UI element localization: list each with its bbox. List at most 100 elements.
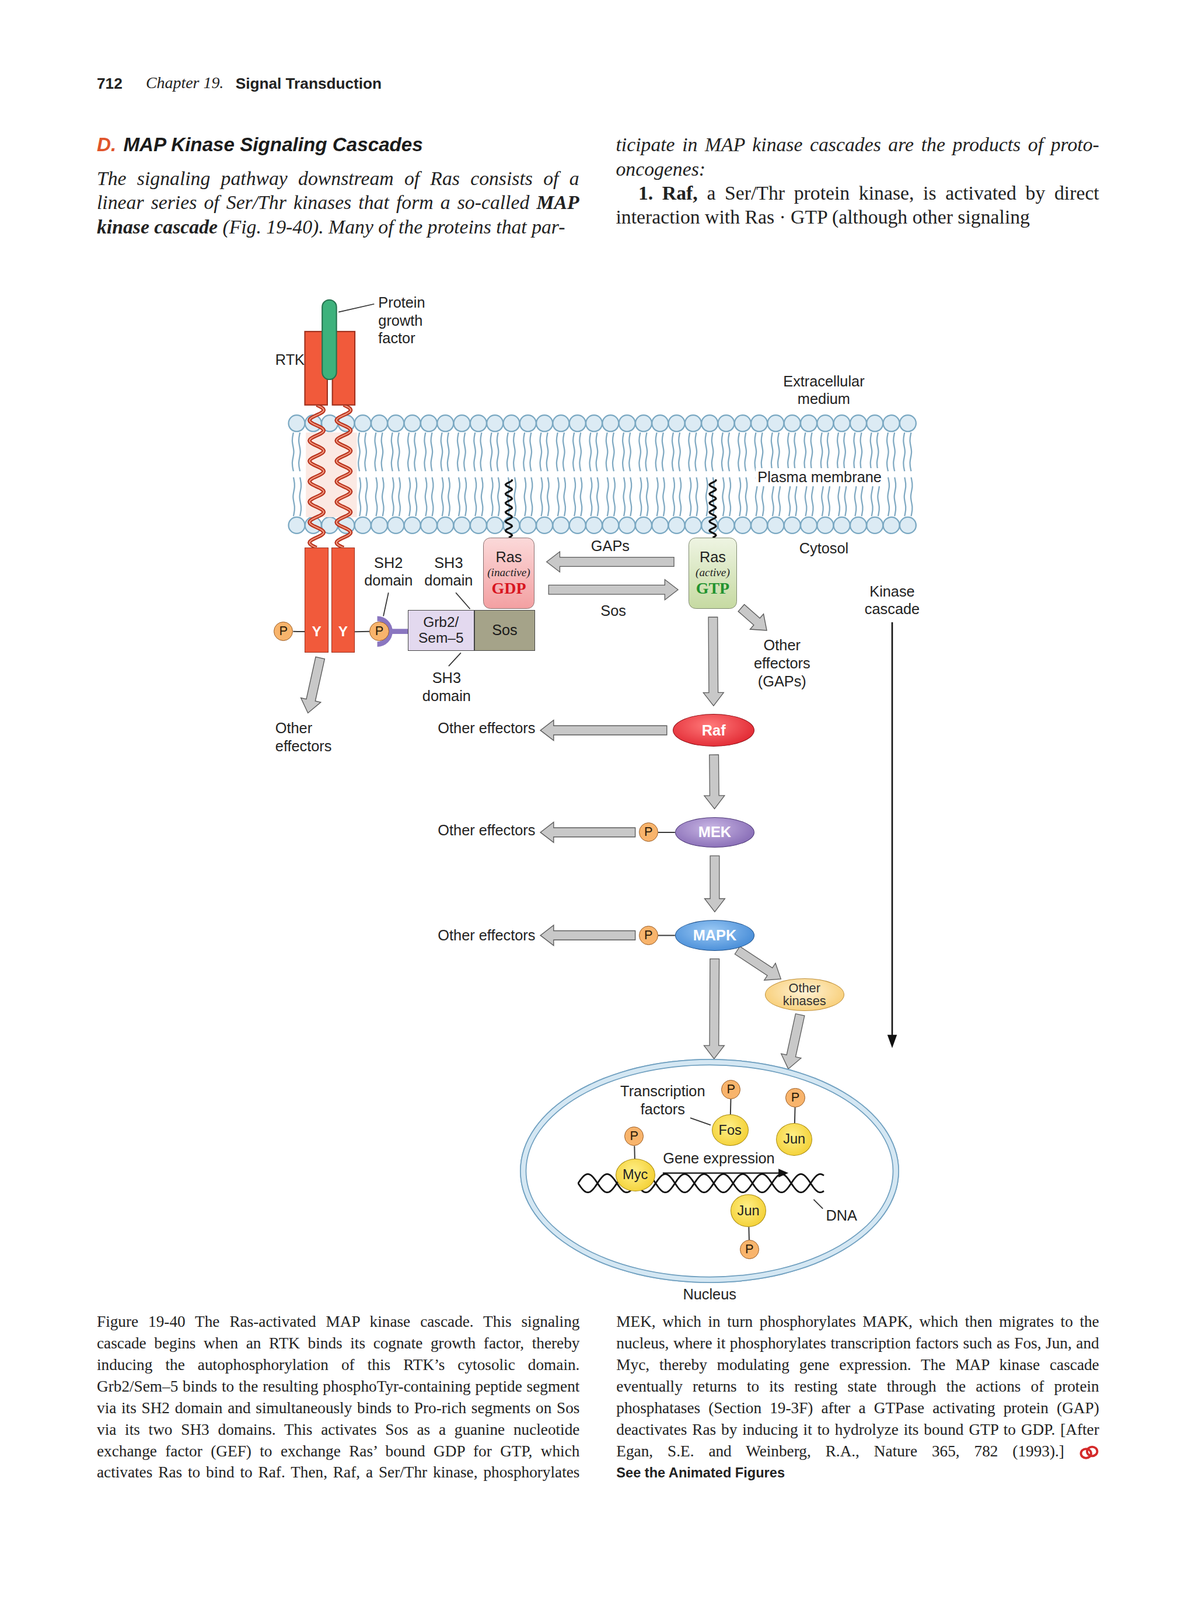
node-text: MEK xyxy=(698,823,732,841)
lipid-head xyxy=(404,516,421,534)
lipid-tail xyxy=(491,477,494,516)
lipid-head xyxy=(816,414,834,432)
lipid-tail xyxy=(547,477,550,516)
node-text: Grb2/ Sem–5 xyxy=(415,614,467,646)
activation-arrow xyxy=(704,754,725,809)
lipid-head xyxy=(470,516,487,534)
lipid-head xyxy=(519,516,537,534)
phosphate-group: P xyxy=(369,621,389,641)
lipid-tail xyxy=(910,477,913,516)
node-text: P xyxy=(727,1082,736,1096)
plasma-membrane xyxy=(288,414,917,534)
activation-arrow xyxy=(704,855,725,912)
lipid-tail xyxy=(596,432,599,471)
lipid-head xyxy=(470,414,487,432)
lipid-head xyxy=(371,414,388,432)
lipid-tail xyxy=(365,477,368,516)
lipid-tail xyxy=(860,432,863,471)
attachment-line xyxy=(729,1098,732,1114)
node-text: P xyxy=(279,624,289,638)
lipid-tail xyxy=(777,432,780,471)
lipid-tail xyxy=(706,477,708,516)
growth-factor xyxy=(322,299,337,380)
lipid-head xyxy=(536,414,553,432)
effector-arrow xyxy=(540,720,667,741)
lipid-tail xyxy=(672,432,674,471)
figure-label: Protein growth factor xyxy=(378,293,442,348)
caption-block: Figure 19-40 The Ras-activated MAP kinas… xyxy=(96,1310,1100,1484)
lipid-tail xyxy=(540,477,543,516)
lipid-tail xyxy=(711,432,714,471)
lipid-tail xyxy=(579,432,582,471)
lipid-tail xyxy=(612,432,615,471)
lipid-tail xyxy=(408,477,411,516)
node-text: Ras xyxy=(699,548,726,566)
lipid-head xyxy=(371,516,388,534)
lipid-head xyxy=(734,516,751,534)
lipid-tail xyxy=(292,432,295,471)
leader-line xyxy=(448,652,461,666)
lipid-anchor xyxy=(709,479,716,538)
cascade-arrow-head xyxy=(888,1035,897,1047)
lipid-head xyxy=(585,414,603,432)
lipid-tail xyxy=(893,432,896,471)
tyrosine-residue: Y xyxy=(331,547,355,653)
lipid-tail xyxy=(425,477,428,516)
transmembrane-helix xyxy=(309,404,324,548)
lipid-tail xyxy=(392,477,394,516)
adaptor-protein: Grb2/ Sem–5 xyxy=(407,609,475,651)
phosphate-group: P xyxy=(638,925,659,945)
lipid-tail xyxy=(679,477,682,516)
lipid-tail xyxy=(447,432,450,471)
effector-arrow xyxy=(540,924,636,946)
section-title: MAP Kinase Signaling Cascades xyxy=(123,133,423,156)
lipid-tail xyxy=(837,432,840,471)
lipid-tail xyxy=(606,477,609,516)
leader-line xyxy=(813,1199,823,1209)
lipid-tail xyxy=(574,477,576,516)
lipid-tail xyxy=(540,432,543,471)
lipid-head xyxy=(767,516,784,534)
dna-strand xyxy=(578,1173,824,1192)
figure-label: Cytosol xyxy=(799,539,849,558)
text-column: ticipate in MAP kinase cascades are the … xyxy=(615,132,1099,230)
figure-label: RTK xyxy=(275,350,305,369)
node-text: Y xyxy=(311,623,321,640)
lipid-head xyxy=(536,516,553,534)
lipid-tail xyxy=(623,477,626,516)
lipid-tail xyxy=(397,432,400,471)
nucleus: NucleusPFosPJunPMycJunP xyxy=(519,1058,900,1283)
lipid-tail xyxy=(640,477,642,516)
lipid-head xyxy=(437,516,454,534)
lipid-tail xyxy=(811,432,813,471)
icon-part xyxy=(1080,1448,1091,1458)
lipid-tail xyxy=(771,432,774,471)
leader-line xyxy=(338,304,375,313)
animation-icon xyxy=(1078,1444,1100,1459)
lipid-head xyxy=(734,414,751,432)
lipid-head xyxy=(619,414,636,432)
lipid-tail xyxy=(580,477,583,516)
text-column: The signaling pathway downstream of Ras … xyxy=(96,166,580,239)
lipid-tail xyxy=(529,432,532,471)
effector-arrow xyxy=(301,656,326,713)
lipid-tail xyxy=(903,432,906,471)
attachment-line xyxy=(748,1226,750,1240)
node-text: P xyxy=(791,1090,800,1104)
attachment-line xyxy=(292,630,305,632)
figure-label: SH3 domain xyxy=(417,553,481,590)
lipid-tail xyxy=(722,477,725,516)
lipid-tail xyxy=(755,432,757,471)
lipid-head xyxy=(354,516,372,534)
node-text: P xyxy=(644,825,653,839)
lipid-tail xyxy=(546,432,549,471)
lipid-tail xyxy=(415,477,418,516)
lipid-tail xyxy=(407,432,410,471)
lipid-tail xyxy=(739,477,742,516)
lipid-tail xyxy=(424,432,426,471)
lipid-head xyxy=(552,414,569,432)
transmembrane-helix xyxy=(336,404,351,548)
lipid-tail xyxy=(787,432,790,471)
attachment-line xyxy=(794,1106,796,1123)
